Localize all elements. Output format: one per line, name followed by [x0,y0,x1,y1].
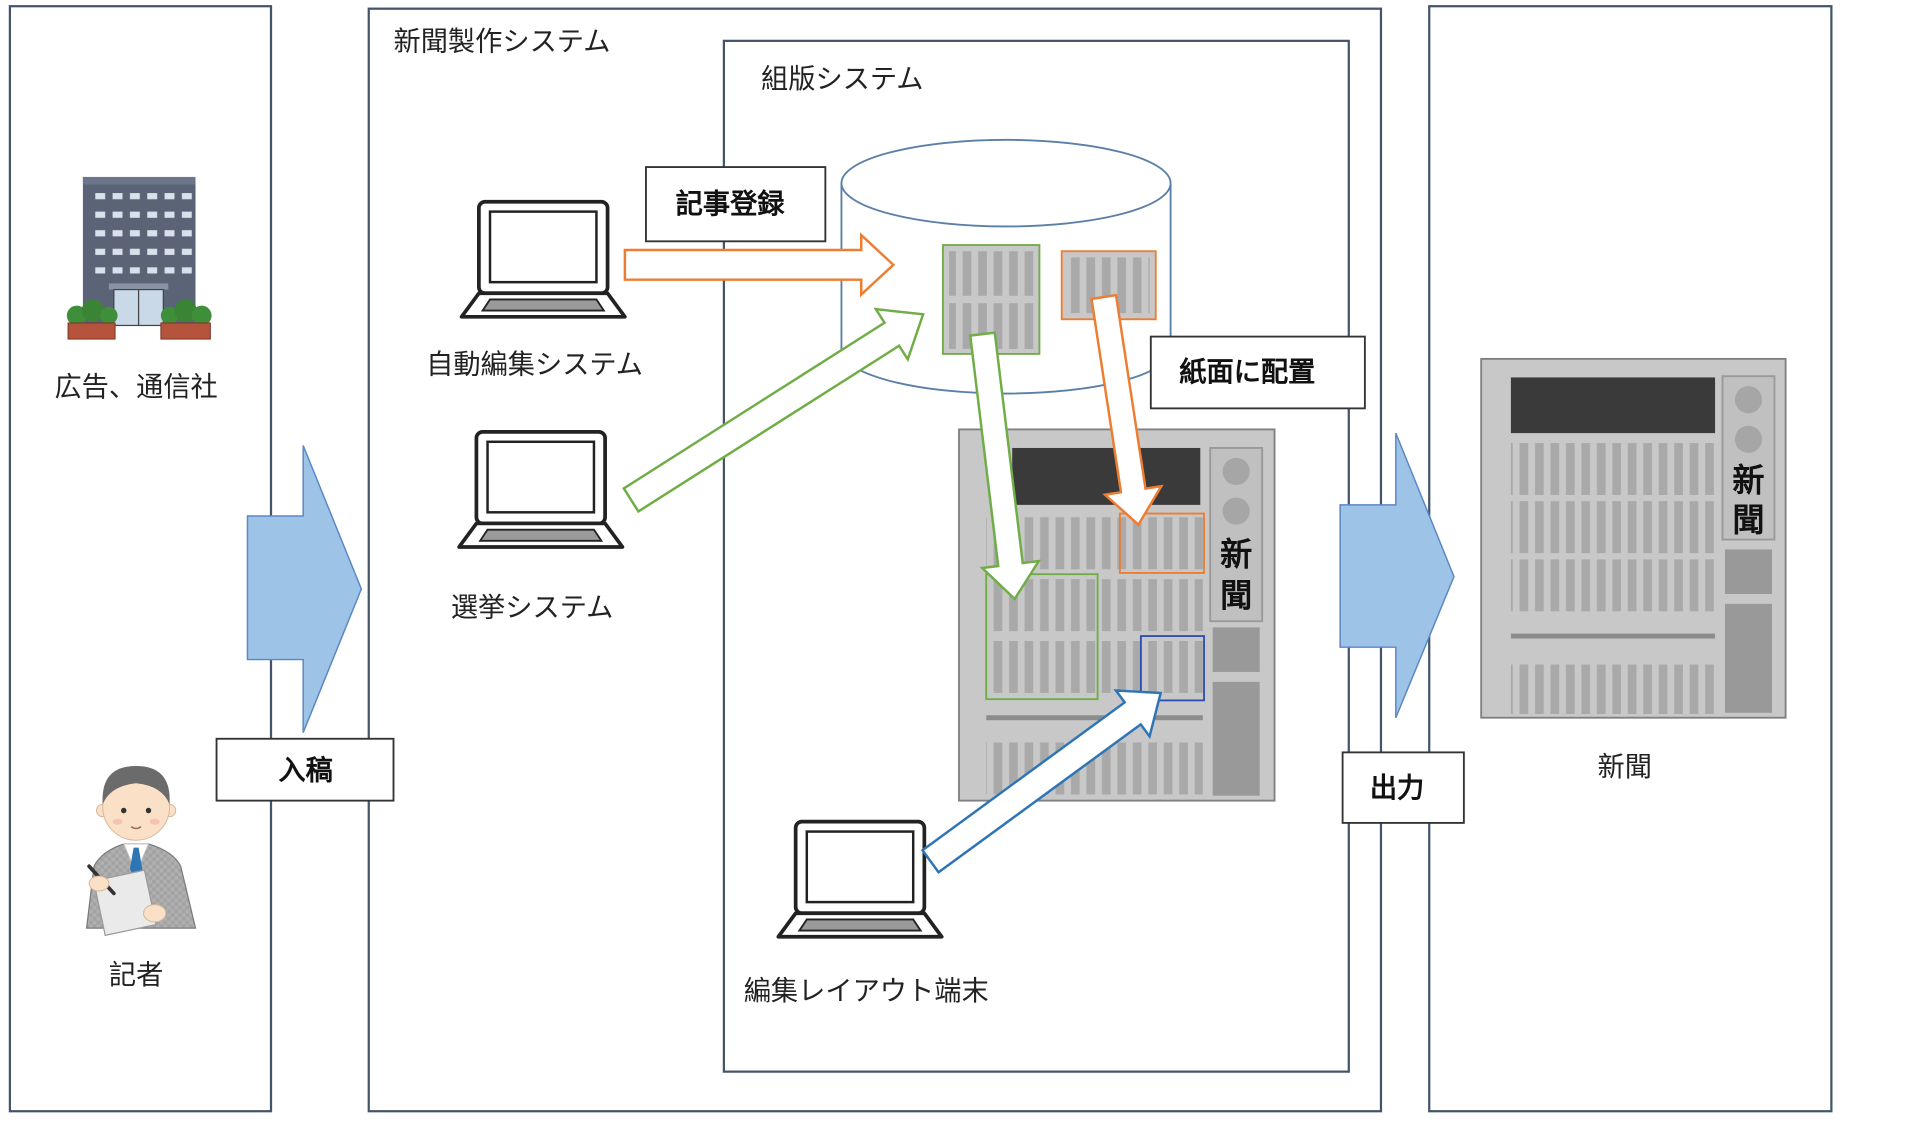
reporter-cheek [149,818,160,825]
planter-left [67,322,116,340]
laptop-icon [457,430,625,549]
building-icon [66,176,212,340]
input-label: 入稿 [278,755,332,787]
input-label-box [215,737,395,802]
laptop-icon [776,819,944,939]
hedge-right [160,306,179,325]
reporter-eye [121,807,127,814]
arrow-green-place [968,331,1042,601]
source-label-reporter: 記者 [109,960,163,991]
arrow-election-to-db [622,307,925,514]
db-block-stripes [949,251,1034,296]
newspaper-icon: 新 聞 [1480,357,1787,719]
production-panel: 新聞製作システム 組版システム 自動編集システム 選挙システム 編集レイアウト端… [367,7,1383,1113]
newspaper-seal [1734,386,1763,414]
client-label-auto-edit: 自動編集システム [426,350,643,381]
result-label: 新聞 [1598,752,1652,783]
sources-panel-frame [8,5,273,1113]
newspaper-column-row [1510,664,1716,715]
newspaper-ad-block [1724,549,1772,594]
layout-page-masthead-char: 新 [1220,536,1252,574]
reporter-eye [145,807,152,814]
arrow-register [623,232,896,298]
arrow-orange-place [1090,293,1164,527]
arrow-terminal-layout [920,689,1163,875]
output-label-box [1341,751,1465,824]
reporter-cheek [112,818,123,825]
layout-page-masthead-char: 聞 [1220,576,1252,614]
newspaper-headline-bar [1510,377,1716,434]
typesetting-title: 組版システム [761,64,924,95]
result-panel: 新 聞 新聞 [1428,5,1833,1113]
layout-page-ad-block [1212,627,1260,672]
place-label: 紙面に配置 [1179,356,1315,388]
register-label-box [645,166,827,243]
layout-page-divider [986,715,1203,721]
hedge-right [191,305,212,326]
layout-page: 新 聞 [958,428,1276,802]
source-label-agency: 広告、通信社 [54,372,217,403]
input-flow-arrow [246,445,363,733]
output-flow-arrow [1339,432,1455,719]
building-awning [108,283,169,290]
reporter-icon [85,765,197,937]
placed-article-blue [1139,635,1205,702]
terminal-label: 編集レイアウト端末 [744,976,989,1007]
building-windows [91,188,196,281]
newspaper-masthead-char: 聞 [1732,501,1764,539]
layout-page-ad-block [1212,681,1260,796]
newspaper-divider [1510,633,1716,639]
newspaper-masthead-char: 新 [1732,461,1764,499]
placed-article-orange [1118,512,1205,574]
building-roof [82,176,196,185]
newspaper-column-row [1510,501,1716,554]
database-icon [840,138,1172,395]
hedge-left [81,299,104,322]
sources-panel: 広告、通信社 記者 [8,5,273,1113]
laptop-icon [459,199,627,319]
database-top [840,138,1172,228]
place-label-box [1149,335,1366,410]
newspaper-column-row [1510,559,1716,612]
hedge-left [100,306,118,325]
reporter-mouth [130,826,142,830]
reporter-hand [88,875,110,892]
production-title: 新聞製作システム [393,27,610,58]
newspaper-column-row [1510,443,1716,495]
planter-right [160,322,211,340]
reporter-hair [102,765,170,805]
output-label: 出力 [1370,773,1424,804]
layout-page-column-row [986,641,1203,693]
newspaper-seal [1734,425,1763,453]
layout-page-seal [1222,497,1250,525]
hedge-right [174,299,197,322]
register-label: 記事登録 [676,188,786,220]
reporter-hand [143,904,167,923]
layout-page-seal [1222,457,1250,486]
client-label-election: 選挙システム [451,592,614,623]
newspaper-ad-block [1724,603,1772,713]
placed-article-green [985,573,1099,701]
db-article-block-orange [1060,250,1157,321]
